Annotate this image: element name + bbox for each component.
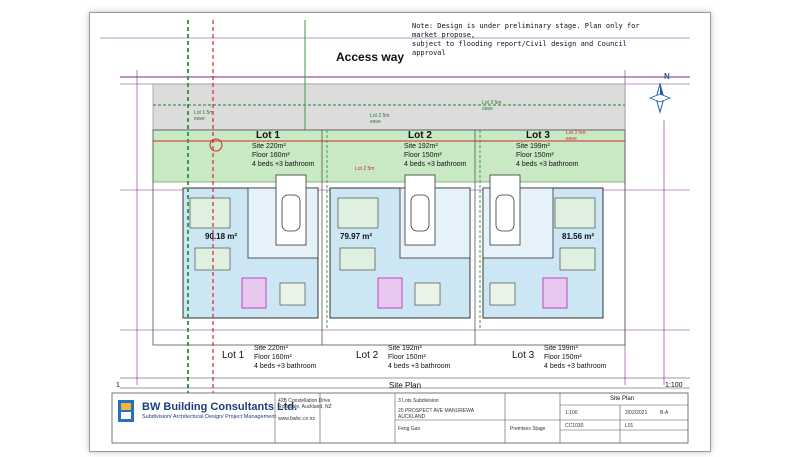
lot-3-top-floor: Floor 150m² — [516, 152, 554, 159]
sheet-id: B-A — [660, 410, 669, 416]
lot-3-bottom-label: Lot 3 — [512, 350, 535, 361]
design-note: Note: Design is under preliminary stage.… — [412, 22, 652, 58]
lot-2-bottom-label: Lot 2 — [356, 350, 379, 361]
compass-letter: N — [664, 72, 670, 81]
unit-3-area: 81.56 m² — [562, 232, 595, 241]
lot-2-bottom-info: Site 192m² Floor 150m² 4 beds +3 bathroo… — [388, 344, 450, 371]
lot-3-bottom-beds: 4 beds +3 bathroom — [544, 363, 607, 370]
company-website: www.bwbc.co.nz — [278, 416, 315, 422]
title-block — [111, 392, 689, 444]
lot-1-bottom-site: Site 220m² — [254, 345, 288, 352]
note-line-2: subject to flooding report/Civil design … — [412, 40, 627, 57]
drawn-by: Feng Gao — [398, 426, 421, 432]
lot-2-bottom-beds: 4 beds +3 bathroom — [388, 363, 451, 370]
lot-3-eave-tag-top: Lot 3 5m eave — [482, 100, 502, 112]
site-address: 20 PROSPECT AVE MANUREWA AUCKLAND — [398, 408, 475, 420]
lot-2-bottom-floor: Floor 150m² — [388, 354, 426, 361]
note-line-1: Note: Design is under preliminary stage.… — [412, 22, 640, 39]
lot-2-bottom-site: Site 192m² — [388, 345, 422, 352]
lot-3-top-beds: 4 beds +3 bathroom — [516, 161, 579, 168]
drawing-number: 1 — [116, 382, 120, 389]
lot-2-top-beds: 4 beds +3 bathroom — [404, 161, 467, 168]
company-address: 42B Constellation Drive Rosedale, Auckla… — [278, 398, 332, 410]
lot-1-bottom-label: Lot 1 — [222, 350, 245, 361]
company-subtitle: Subdivision/ Architectural Design/ Proje… — [142, 414, 276, 420]
unit-2-area: 79.97 m² — [340, 232, 373, 241]
lot-2-top-label: Lot 2 — [408, 130, 432, 141]
lot-1-top-beds: 4 beds +3 bathroom — [252, 161, 315, 168]
revision: L01 — [625, 423, 634, 429]
company-name: BW Building Consultants Ltd. — [142, 401, 298, 413]
car-icon — [281, 194, 301, 232]
lot-1-bottom-floor: Floor 160m² — [254, 354, 292, 361]
lot-3-top-info: Site 199m² Floor 150m² 4 beds +3 bathroo… — [516, 142, 578, 169]
lot-3-bottom-site: Site 199m² — [544, 345, 578, 352]
unit-1-area: 90.18 m² — [205, 232, 238, 241]
lot-1-bottom-beds: 4 beds +3 bathroom — [254, 363, 317, 370]
lot-1-top-label: Lot 1 — [256, 130, 280, 141]
access-way-zone — [152, 83, 626, 131]
project-name: 3 Lots Subdivision — [398, 398, 439, 404]
stage-label: Premises Stage — [510, 426, 546, 432]
drawing-scale: 1:100 — [665, 382, 683, 389]
car-icon — [410, 194, 430, 232]
sheet-title: Site Plan — [610, 396, 635, 402]
sheet-scale: 1:100 — [565, 410, 578, 416]
lot-3-eave-tag-side: Lot 3 5m eave — [566, 130, 586, 142]
lot-3-top-site: Site 199m² — [516, 143, 550, 150]
lot-1-bottom-info: Site 220m² Floor 160m² 4 beds +3 bathroo… — [254, 344, 316, 371]
lot-2-eave-tag: Lot 2 5m eave — [370, 113, 390, 125]
car-icon — [495, 194, 515, 232]
lot-1-eave-tag: Lot 1 5m eave — [194, 110, 214, 122]
sheet-date: 2/02/2021 — [625, 410, 648, 416]
job-number: CC1030 — [565, 423, 584, 429]
lot-2-top-floor: Floor 150m² — [404, 152, 442, 159]
lot-2-top-info: Site 192m² Floor 150m² 4 beds +3 bathroo… — [404, 142, 466, 169]
green-zone — [152, 129, 626, 183]
access-way-label: Access way — [336, 50, 405, 64]
north-arrow-icon — [648, 82, 672, 114]
lot-3-bottom-info: Site 199m² Floor 150m² 4 beds +3 bathroo… — [544, 344, 606, 371]
lot-1-top-floor: Floor 160m² — [252, 152, 290, 159]
lot-3-bottom-floor: Floor 150m² — [544, 354, 582, 361]
lot-2-top-site: Site 192m² — [404, 143, 438, 150]
lot-2-red-tag: Lot 2 5m — [355, 166, 375, 172]
drawing-caption: Site Plan — [389, 381, 422, 390]
lot-1-top-site: Site 220m² — [252, 143, 286, 150]
lot-1-top-info: Site 220m² Floor 160m² 4 beds +3 bathroo… — [252, 142, 314, 169]
lot-3-top-label: Lot 3 — [526, 130, 550, 141]
